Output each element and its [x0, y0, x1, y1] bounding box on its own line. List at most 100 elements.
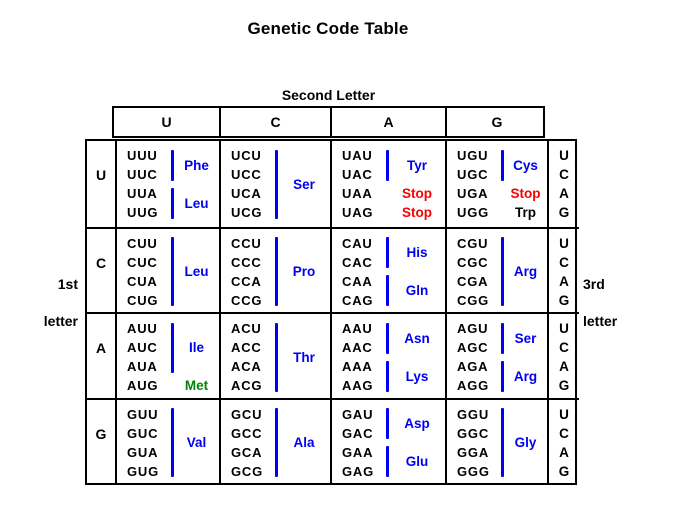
- codon-UCC: UCC: [231, 167, 262, 182]
- first-letter-axis-line1: 1st: [57, 276, 78, 292]
- amino-acid-label-gln: Gln: [405, 283, 429, 298]
- amino-acid-label-thr: Thr: [293, 349, 315, 365]
- codon-AUU: AUU: [127, 321, 158, 336]
- second-letter-header-A: A: [330, 108, 445, 136]
- codon-AAG: AAG: [342, 378, 374, 393]
- amino-bar-spacer: [171, 380, 174, 392]
- codon-GAU: GAU: [342, 406, 374, 422]
- amino-bracket-bar: [501, 322, 504, 354]
- amino-group-stop: Stop: [386, 203, 443, 222]
- codon-ACA: ACA: [231, 359, 262, 374]
- amino-group-cys: Cys: [501, 146, 545, 184]
- amino-group-ala: Ala: [275, 405, 328, 481]
- amino-acid-label-phe: Phe: [184, 157, 209, 173]
- codon-GCU: GCU: [231, 406, 263, 422]
- codon-CAG: CAG: [342, 292, 374, 308]
- third-letter-G: G: [558, 463, 570, 479]
- amino-group-trp: Trp: [501, 203, 545, 222]
- amino-acid-label-cys: Cys: [513, 157, 538, 173]
- amino-group-phe: Phe: [171, 146, 217, 184]
- amino-group-gly: Gly: [501, 405, 545, 481]
- amino-bracket-bar: [171, 408, 174, 477]
- amino-acid-label-gly: Gly: [514, 435, 537, 450]
- amino-acid-label-stop: Stop: [402, 205, 432, 220]
- codon-AAU: AAU: [342, 321, 373, 336]
- amino-acid-label-ile: Ile: [188, 340, 204, 355]
- amino-group-gln: Gln: [386, 272, 443, 310]
- first-letter-axis-line2: letter: [43, 313, 78, 329]
- first-letter-G: G: [87, 397, 115, 484]
- codon-AUA: AUA: [127, 359, 158, 374]
- amino-bracket-bar: [275, 149, 278, 219]
- codon-UCG: UCG: [231, 205, 263, 220]
- first-letter-U: U: [95, 167, 107, 183]
- third-letter-A: A: [559, 444, 569, 460]
- codon-CCA: CCA: [231, 273, 262, 289]
- codon-UGU: UGU: [457, 148, 489, 163]
- amino-group-met: Met: [171, 376, 217, 395]
- codon-GAA: GAA: [342, 444, 374, 460]
- codon-AGU: AGU: [457, 321, 489, 336]
- third-letter-C: C: [559, 167, 569, 182]
- amino-bracket-bar: [386, 446, 389, 477]
- codon-UAU: UAU: [342, 148, 373, 163]
- codon-ACG: ACG: [231, 378, 263, 393]
- codon-CGG: CGG: [457, 292, 490, 308]
- codon-CAC: CAC: [342, 254, 373, 270]
- codon-GCA: GCA: [231, 444, 263, 460]
- third-letter-G: G: [558, 378, 570, 393]
- codon-AAC: AAC: [342, 340, 373, 355]
- codon-AAA: AAA: [342, 359, 373, 374]
- codon-CAU: CAU: [342, 235, 373, 251]
- codon-UUG: UUG: [127, 205, 159, 220]
- codon-GAC: GAC: [342, 425, 374, 441]
- amino-group-asp: Asp: [386, 405, 443, 443]
- amino-bracket-bar: [386, 149, 389, 181]
- codon-GUU: GUU: [127, 406, 159, 422]
- amino-bracket-bar: [171, 187, 174, 219]
- amino-acid-label-stop: Stop: [510, 186, 541, 201]
- amino-acid-label-val: Val: [186, 435, 207, 450]
- amino-group-ser: Ser: [501, 319, 545, 357]
- amino-acid-label-leu: Leu: [184, 264, 209, 279]
- codon-UAG: UAG: [342, 205, 374, 220]
- amino-bracket-bar: [386, 237, 389, 268]
- codon-UUA: UUA: [127, 186, 158, 201]
- third-letter-axis-line2: letter: [583, 313, 618, 329]
- codon-GCC: GCC: [231, 425, 263, 441]
- amino-group-pro: Pro: [275, 234, 328, 310]
- amino-group-stop: Stop: [501, 184, 545, 203]
- codon-GUC: GUC: [127, 425, 159, 441]
- codon-CGA: CGA: [457, 273, 489, 289]
- codon-CUA: CUA: [127, 273, 158, 289]
- amino-acid-label-glu: Glu: [405, 454, 429, 469]
- codon-CUC: CUC: [127, 254, 158, 270]
- codon-CCU: CCU: [231, 235, 262, 251]
- third-letter-G: G: [558, 292, 570, 308]
- codon-GUA: GUA: [127, 444, 159, 460]
- third-letter-C: C: [559, 254, 569, 270]
- amino-bracket-bar: [386, 408, 389, 439]
- codon-GGA: GGA: [457, 444, 490, 460]
- codon-GGU: GGU: [457, 406, 490, 422]
- amino-bar-spacer: [386, 207, 389, 219]
- amino-group-thr: Thr: [275, 319, 328, 395]
- amino-group-tyr: Tyr: [386, 146, 443, 184]
- third-letter-A: A: [559, 359, 569, 374]
- codon-UCA: UCA: [231, 186, 262, 201]
- amino-bar-spacer: [386, 188, 389, 200]
- amino-acid-label-ser: Ser: [293, 176, 315, 192]
- amino-bracket-bar: [501, 360, 504, 392]
- codon-AGC: AGC: [457, 340, 489, 355]
- amino-bracket-bar: [501, 408, 504, 477]
